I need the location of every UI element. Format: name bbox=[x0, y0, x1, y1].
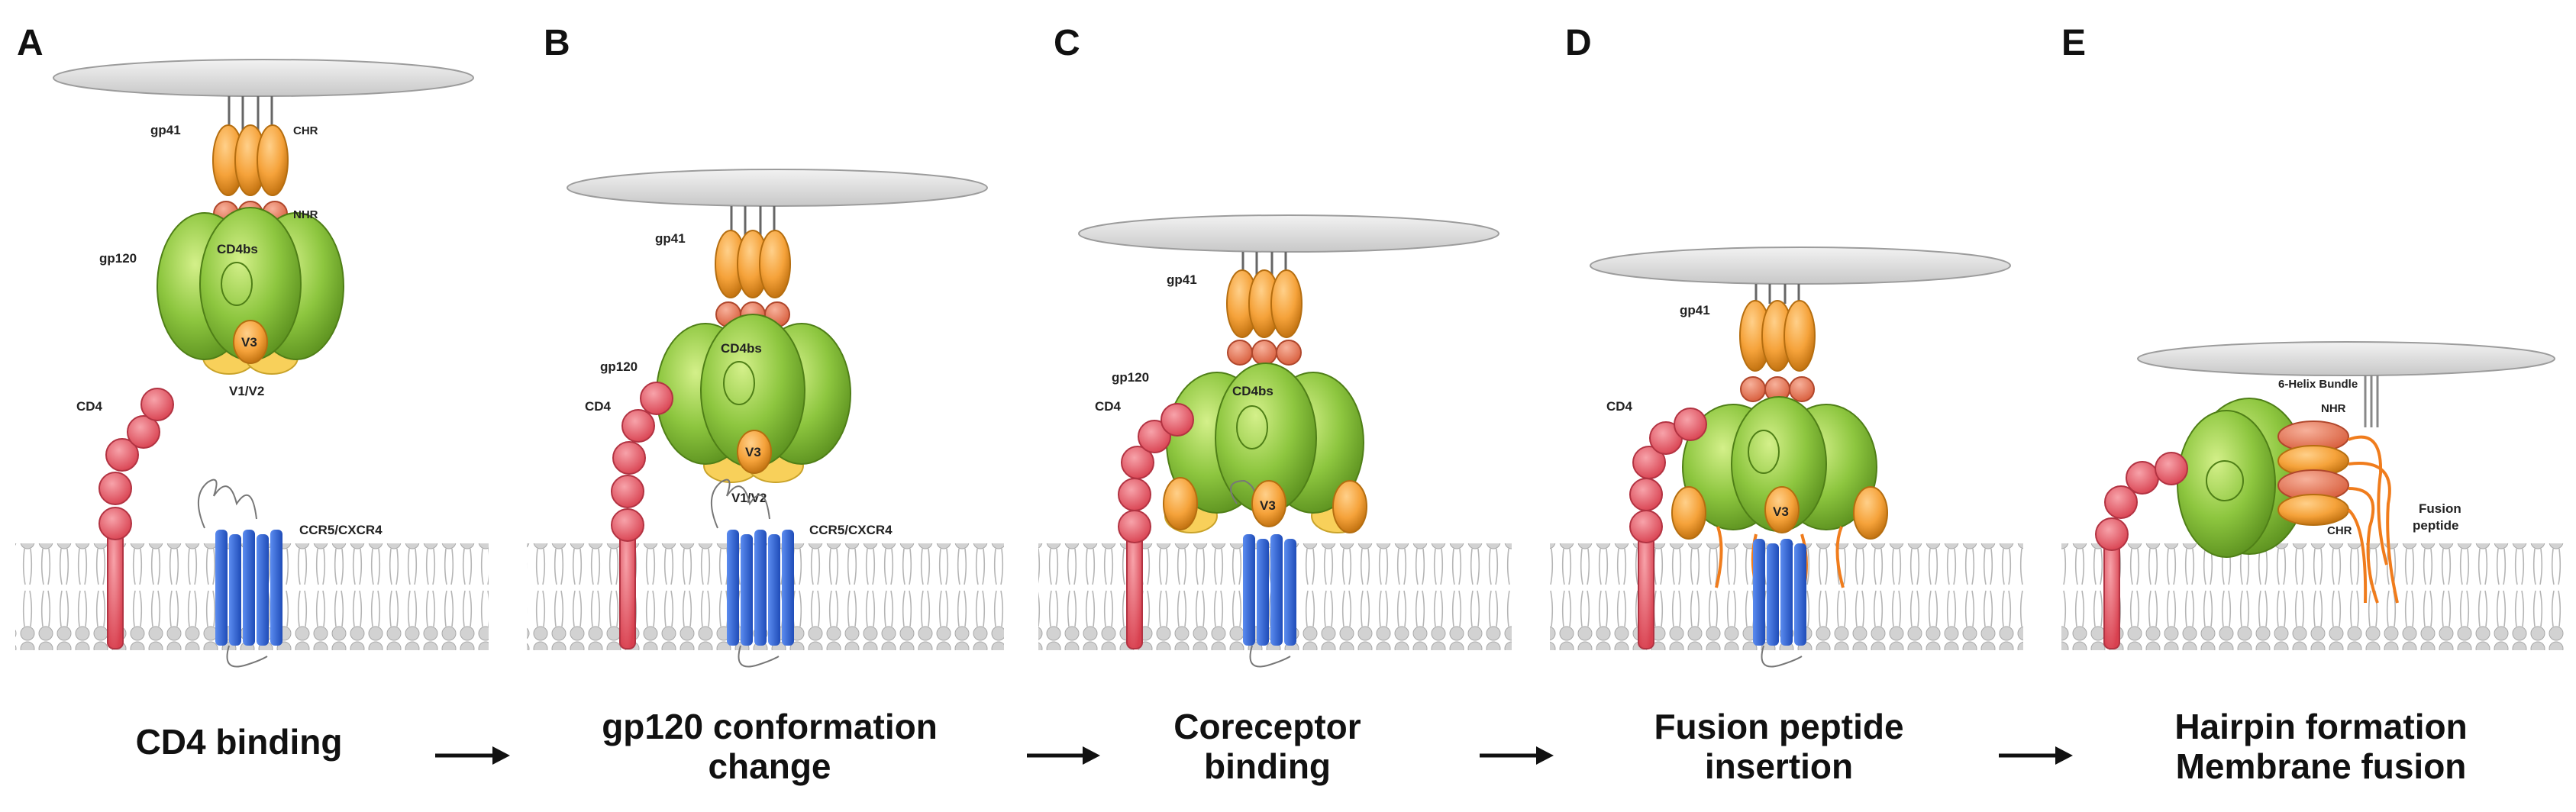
label-gp41: gp41 bbox=[1167, 272, 1197, 287]
label-cd4: CD4 bbox=[1095, 399, 1122, 414]
label-v3: V3 bbox=[1260, 498, 1276, 513]
gp41-fp bbox=[1163, 477, 1198, 530]
gp41-stalks bbox=[730, 206, 776, 235]
v3-loop bbox=[233, 320, 268, 364]
caption-line-1: Hairpin formation bbox=[2174, 707, 2467, 746]
v3-loop bbox=[1251, 480, 1286, 527]
arrow-b-to-c bbox=[1027, 746, 1100, 765]
label-nhr: NHR bbox=[293, 208, 318, 221]
v3-loop bbox=[737, 430, 772, 474]
cd4-receptor bbox=[611, 382, 673, 649]
viral-membrane bbox=[2137, 341, 2555, 376]
panel-letter: A bbox=[17, 23, 44, 63]
label-cd4: CD4 bbox=[1606, 399, 1633, 414]
gp41-chr bbox=[1784, 300, 1816, 372]
panel-c: C gp41 gp120 CD4bs V3 CD4 bbox=[1054, 23, 1499, 786]
gp41-stalks bbox=[228, 96, 273, 130]
panel-letter: D bbox=[1565, 23, 1592, 63]
panel-e: E 6-Helix Bundle NHR CHR Fusion peptide … bbox=[2061, 23, 2555, 786]
gp41-stalks bbox=[1241, 252, 1287, 275]
cd4-binding-site bbox=[1236, 405, 1268, 450]
panel-letter: C bbox=[1054, 23, 1080, 63]
caption-line-2: Membrane fusion bbox=[2176, 746, 2467, 786]
label-chr: CHR bbox=[293, 124, 318, 137]
coreceptor bbox=[710, 478, 794, 668]
fusion-peptides bbox=[2347, 435, 2399, 604]
label-gp120: gp120 bbox=[99, 251, 137, 266]
label-nhr: NHR bbox=[2321, 402, 2346, 415]
caption-line-1: Coreceptor bbox=[1173, 707, 1361, 746]
v3-loop bbox=[1764, 486, 1800, 533]
caption-line-2: binding bbox=[1204, 746, 1331, 786]
label-gp120: gp120 bbox=[1112, 370, 1149, 385]
coreceptor bbox=[197, 478, 282, 668]
arrow-a-to-b bbox=[435, 746, 510, 765]
label-v1v2: V1/V2 bbox=[229, 384, 264, 398]
nhr bbox=[1227, 340, 1253, 366]
coreceptor bbox=[1753, 539, 1806, 668]
cd4-binding-site bbox=[1748, 430, 1780, 474]
gp41-chr bbox=[257, 124, 289, 196]
arrow-c-to-d bbox=[1480, 746, 1554, 765]
gp41-fp bbox=[1853, 486, 1888, 540]
coreceptor bbox=[1243, 534, 1296, 668]
caption-line-1: CD4 binding bbox=[136, 722, 343, 762]
caption-line-1: gp120 conformation bbox=[602, 707, 938, 746]
label-v3: V3 bbox=[745, 445, 761, 459]
label-coreceptor: CCR5/CXCR4 bbox=[809, 523, 893, 537]
cd4-binding-site bbox=[723, 361, 755, 405]
label-cd4bs: CD4bs bbox=[1232, 384, 1273, 398]
gp41-chr bbox=[759, 230, 791, 298]
label-gp120: gp120 bbox=[600, 359, 638, 374]
membrane-e bbox=[2061, 543, 2565, 650]
gp41-stalks bbox=[1754, 284, 1800, 304]
panel-letter: B bbox=[544, 23, 570, 63]
label-peptide: peptide bbox=[2413, 518, 2458, 533]
label-cd4: CD4 bbox=[585, 399, 612, 414]
panel-b: B gp41 gp120 CD4bs V3 V1/V2 CD4 bbox=[544, 23, 988, 786]
caption-line-2: change bbox=[708, 746, 831, 786]
nhr bbox=[1251, 340, 1277, 366]
label-gp41: gp41 bbox=[655, 231, 686, 246]
caption-line-1: Fusion peptide bbox=[1654, 707, 1903, 746]
panel-a: A gp41 CHR NHR gp120 CD4bs V3 V1/V2 CD4 bbox=[17, 23, 474, 762]
panel-letter: E bbox=[2061, 23, 2086, 63]
viral-membrane bbox=[567, 169, 988, 207]
label-cd4: CD4 bbox=[76, 399, 103, 414]
cd4-receptor bbox=[2095, 452, 2188, 649]
label-fusion: Fusion bbox=[2419, 501, 2461, 516]
viral-membrane bbox=[1078, 214, 1499, 253]
cd4-binding-site bbox=[221, 262, 253, 306]
label-cd4bs: CD4bs bbox=[721, 341, 762, 356]
nhr bbox=[1740, 376, 1766, 402]
panel-d: D gp41 V3 CD4 bbox=[1565, 23, 2011, 786]
nhr bbox=[1789, 376, 1815, 402]
gp41-stalks bbox=[2364, 375, 2379, 427]
cd4-receptor bbox=[1629, 408, 1707, 649]
label-v1v2: V1/V2 bbox=[731, 491, 767, 505]
cd4-binding-site bbox=[2206, 460, 2244, 501]
viral-membrane bbox=[1590, 246, 2011, 285]
viral-membrane bbox=[53, 59, 474, 97]
label-coreceptor: CCR5/CXCR4 bbox=[299, 523, 383, 537]
label-v3: V3 bbox=[1773, 504, 1789, 519]
nhr bbox=[1276, 340, 1302, 366]
gp41-chr bbox=[1270, 269, 1303, 338]
label-gp41: gp41 bbox=[1680, 303, 1710, 317]
gp41-fp bbox=[1671, 486, 1706, 540]
label-chr: CHR bbox=[2327, 524, 2352, 537]
label-gp41: gp41 bbox=[150, 123, 181, 137]
cd4-receptor bbox=[1118, 403, 1194, 649]
gp41-fp bbox=[1332, 480, 1367, 533]
cd4-receptor bbox=[98, 388, 174, 649]
arrow-d-to-e bbox=[1999, 746, 2073, 765]
label-six-helix-bundle: 6-Helix Bundle bbox=[2278, 378, 2358, 391]
caption-line-2: insertion bbox=[1705, 746, 1853, 786]
label-cd4bs: CD4bs bbox=[217, 242, 258, 256]
label-v3: V3 bbox=[241, 335, 257, 350]
gp120-front-lobe bbox=[2177, 410, 2276, 558]
chr-helix bbox=[2277, 494, 2349, 526]
